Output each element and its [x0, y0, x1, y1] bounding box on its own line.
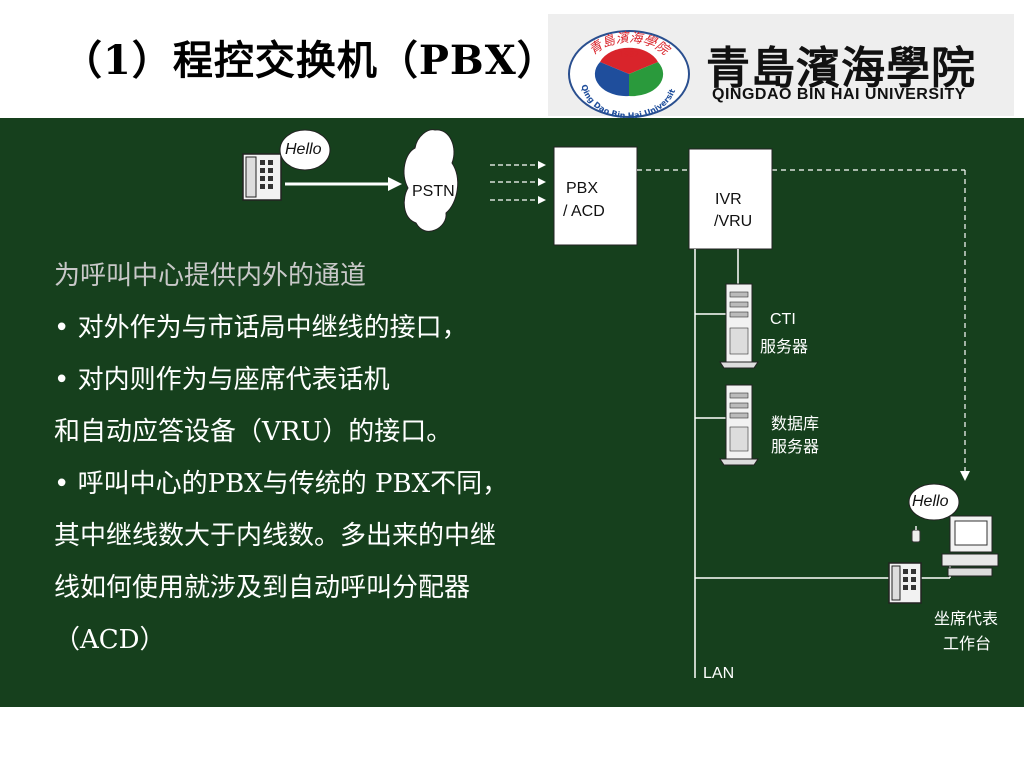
ivr-label-line1: IVR: [715, 191, 742, 208]
call-center-diagram: [242, 129, 999, 678]
logo-name-cn: 青島濱海學院: [706, 43, 976, 94]
agent-computer-icon: [941, 515, 999, 577]
agent-hello-bubble: [908, 483, 960, 521]
body-line-2: • 对内则作为与座席代表话机: [54, 365, 390, 395]
pstn-cloud-icon: [403, 129, 459, 232]
content-board: [0, 118, 1024, 707]
pbx-acd-box: [553, 146, 638, 246]
seal-emblem: [594, 47, 664, 97]
cti-label-line2: 服务器: [760, 339, 809, 356]
agent-label-line1: 坐席代表: [934, 611, 999, 628]
db-label-line2: 服务器: [771, 439, 820, 456]
body-line-3: 和自动应答设备（VRU）的接口。: [54, 417, 453, 447]
database-server-icon: [719, 384, 759, 466]
body-line-4: • 呼叫中心的PBX与传统的 PBX不同，: [54, 469, 509, 499]
caller-hello-label: Hello: [285, 141, 322, 158]
ivr-label-line2: /VRU: [714, 213, 753, 230]
university-seal: 青島濱海學院 1992 Qing Dao Bin Hai University: [566, 22, 690, 118]
caller-hello-bubble: [279, 129, 331, 171]
body-line-1: • 对外作为与市话局中继线的接口，: [54, 313, 468, 343]
body-text: 为呼叫中心提供内外的通道 • 对外作为与市话局中继线的接口， • 对内则作为与座…: [54, 250, 654, 666]
pstn-to-pbx-links: [490, 164, 538, 201]
body-line-5: 其中继线数大于内线数。多出来的中继: [54, 521, 497, 551]
seal-green-wedge: [629, 62, 664, 97]
caller-phone-icon: [242, 153, 282, 201]
seal-year: 1992: [619, 50, 639, 59]
logo-name-en: QINGDAO BIN HAI UNIVERSITY: [712, 86, 966, 103]
ivr-vru-box: [688, 148, 773, 250]
agent-phone-icon: [888, 562, 922, 604]
pbx-label-line1: PBX: [566, 180, 599, 197]
pbx-label-line2: / ACD: [563, 203, 605, 220]
body-line-7: （ACD）: [54, 625, 166, 655]
headset-icon: [911, 526, 921, 543]
body-line-6: 线如何使用就涉及到自动呼叫分配器: [54, 573, 471, 603]
agent-label-line2: 工作台: [943, 636, 992, 653]
slide-title: （1）程控交换机（PBX）: [62, 37, 558, 84]
body-heading: 为呼叫中心提供内外的通道: [54, 261, 367, 291]
db-label-line1: 数据库: [771, 416, 820, 433]
cti-label-line1: CTI: [770, 311, 796, 328]
cti-server-icon: [719, 283, 759, 369]
seal-blue-wedge: [594, 62, 629, 97]
pstn-label: PSTN: [412, 183, 455, 200]
agent-hello-label: Hello: [912, 493, 949, 510]
lan-label: LAN: [703, 665, 735, 682]
seal-red-wedge: [600, 47, 658, 74]
